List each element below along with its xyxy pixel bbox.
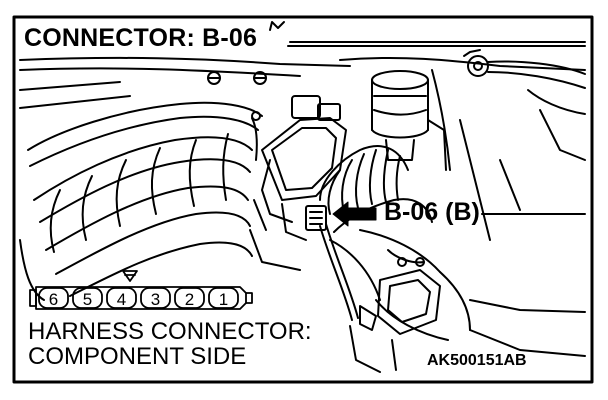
pin-label: 4 [117,290,126,309]
hose-clamp [463,49,586,89]
throttle-body [251,95,347,241]
harness-connector-diagram: 6 5 4 3 2 1 [29,270,253,310]
figure-code: AK500151AB [427,352,527,369]
harness-caption-line-1: HARNESS CONNECTOR: [28,318,312,345]
pin-2-cell [174,287,205,309]
connector-callout-label: B-06 (B) [384,198,480,226]
pin-5-cell [72,287,103,309]
harness-wire [319,223,359,321]
pin-label: 2 [185,290,194,309]
diagram-title: CONNECTOR: B-06 [24,24,258,52]
pin-label: 6 [49,290,58,309]
bracket-bolts [207,71,267,85]
outer-border [12,15,594,384]
pin-1-cell [208,287,239,309]
right-frame [431,69,586,241]
frame-lines [19,21,586,109]
intake-manifold [19,101,301,301]
air-cleaner-cap [371,70,447,171]
harness-caption-line-2: COMPONENT SIDE [28,343,247,370]
key-marker [122,270,138,282]
pin-label: 5 [83,290,92,309]
intake-hose [319,145,471,341]
pin-3-cell [140,287,171,309]
pin-label: 3 [151,290,160,309]
pin-6-cell [38,287,69,309]
airflow-sensor-housing [349,257,586,373]
sensor-connector [305,205,327,231]
callout-arrow [332,201,377,227]
pin-label: 1 [219,290,228,309]
pin-4-cell [106,287,137,309]
